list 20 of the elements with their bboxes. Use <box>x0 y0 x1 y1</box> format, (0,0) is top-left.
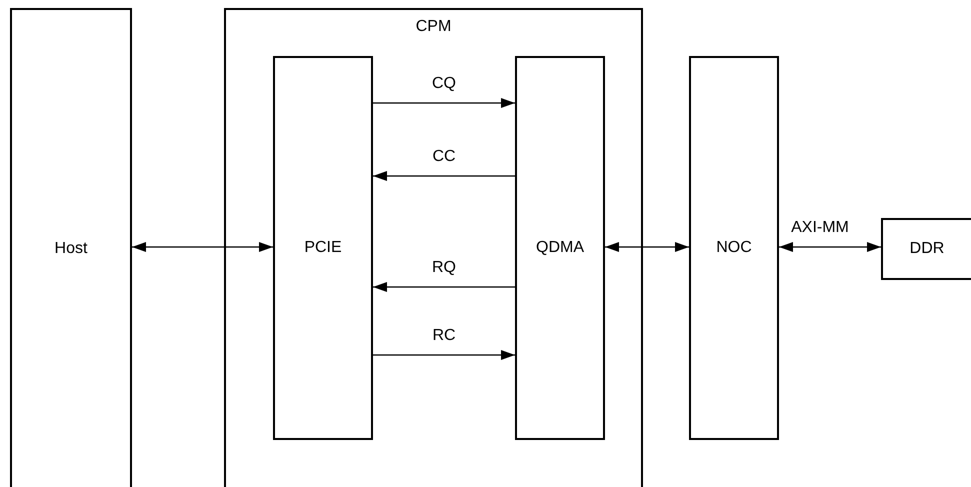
arrow <box>373 171 515 181</box>
arrow <box>373 98 515 108</box>
double-arrow <box>132 242 273 252</box>
process-box <box>515 56 605 440</box>
node-label: PCIE <box>304 239 342 257</box>
arrow <box>373 350 515 360</box>
process-box <box>10 8 132 487</box>
process-box <box>881 218 971 280</box>
node-label: NOC <box>716 239 752 257</box>
node-label: DDR <box>910 240 944 258</box>
arrow <box>373 282 515 292</box>
double-arrow <box>605 242 689 252</box>
process-box <box>273 56 373 440</box>
double-arrow <box>779 242 881 252</box>
node-label: Host <box>54 240 88 258</box>
group-heading: CPM <box>416 18 452 36</box>
node-label: QDMA <box>536 239 584 257</box>
edge-label: RQ <box>430 259 458 277</box>
process-box <box>689 56 779 440</box>
edge-label: CQ <box>430 75 458 93</box>
